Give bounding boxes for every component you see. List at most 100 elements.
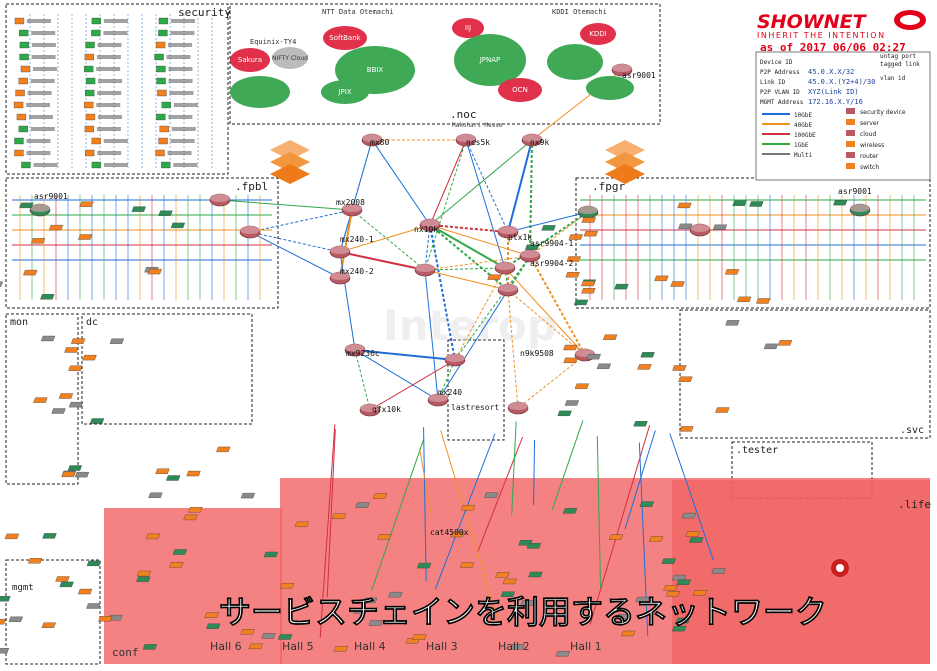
link-line: [339, 251, 356, 351]
hall-label: Hall 3: [426, 640, 458, 653]
link-line: [504, 211, 589, 269]
security-device-caption-bar: [103, 139, 128, 143]
switch-icon: [74, 471, 90, 478]
switch-icon: [640, 352, 655, 358]
switch-icon: [48, 224, 64, 231]
cloud-bbix-label: BBIX: [367, 66, 384, 74]
link-line: [429, 139, 467, 226]
fpgr-zone-label: .fpgr: [592, 180, 625, 193]
security-device-caption-bar: [97, 43, 122, 47]
brand-logo-mark-inner: [900, 15, 920, 25]
security-device-caption-bar: [26, 139, 51, 143]
switch-icon: [372, 493, 388, 499]
switch-icon: [248, 643, 263, 649]
router-icon-top: [498, 284, 518, 292]
legend-item-swatch: [846, 108, 855, 114]
switch-icon: [216, 446, 231, 453]
router-mx240-1-label: mx240-1: [340, 235, 374, 244]
switch-icon: [86, 603, 101, 609]
switch-icon: [564, 400, 579, 406]
router-nx9k-label: nx9k: [530, 138, 549, 147]
switch-icon: [412, 634, 427, 640]
link-line: [517, 354, 586, 409]
switch-icon: [675, 617, 691, 624]
switch-icon: [416, 562, 432, 569]
link-line: [529, 139, 533, 257]
security-device-icon: [85, 77, 96, 85]
switch-icon: [495, 572, 510, 578]
svc-zone-frame: [679, 309, 931, 439]
router-icon-top: [522, 134, 542, 142]
switch-icon: [608, 534, 624, 540]
router-icon-top: [520, 250, 540, 258]
security-device-caption-bar: [168, 79, 193, 83]
security-device-icon: [84, 53, 95, 61]
switch-icon: [86, 560, 102, 567]
switch-icon: [68, 402, 84, 408]
switch-icon: [279, 583, 295, 589]
security-device-caption-bar: [30, 79, 55, 83]
brand-timestamp: as of 2017 06/06 02:27: [760, 41, 906, 54]
link-line: [507, 139, 533, 233]
legend-panel: Device ID P2P Address 45.0.X.X/32 Link I…: [755, 51, 931, 181]
security-device-icon: [156, 65, 166, 73]
legend-address-v6: 45.0.X.(Y2+4)/30: [808, 78, 875, 86]
switch-icon: [71, 338, 86, 344]
security-device-caption-bar: [97, 91, 122, 95]
switch-icon: [109, 338, 124, 344]
life-link-line: [669, 433, 714, 561]
switch-icon: [82, 354, 97, 361]
switch-icon: [278, 634, 293, 640]
cloud-ocn-label: OCN: [512, 86, 528, 94]
security-device-caption-bar: [97, 115, 122, 119]
switch-icon: [563, 357, 578, 363]
security-device-icon: [85, 113, 96, 121]
legend-item-swatch: [846, 141, 855, 147]
switch-icon: [763, 343, 779, 349]
router-icon-top: [578, 206, 598, 214]
switch-icon: [377, 534, 392, 540]
security-device-icon: [19, 41, 30, 49]
fpgr-zone-frame: [575, 177, 931, 309]
switch-icon: [353, 608, 368, 614]
switch-icon: [563, 344, 578, 351]
security-device-caption-bar: [31, 31, 56, 35]
cloud-sakura-label: Sakura: [238, 56, 262, 64]
router-icon-top: [612, 64, 632, 72]
life-zone-right: [672, 480, 930, 664]
link-line: [454, 255, 531, 361]
legend-speed-label: Multi: [794, 152, 812, 159]
switch-icon: [621, 630, 636, 637]
switch-icon: [566, 256, 581, 262]
security-device-icon: [85, 41, 95, 49]
switch-qfx10k-label: qfx10k: [372, 405, 401, 414]
switch-icon: [732, 200, 747, 206]
switch-icon: [712, 224, 728, 230]
link-line: [339, 224, 431, 253]
router-icon-top: [445, 354, 465, 362]
switch-icon: [186, 470, 201, 477]
legend-item-swatch: [846, 163, 855, 169]
cloud-kddi-label: KDDI: [589, 30, 606, 38]
switch-icon: [0, 596, 11, 602]
switch-icon: [183, 514, 198, 521]
router-mx80-label: mx80: [370, 138, 389, 147]
legend-speed-label: 40GbE: [794, 122, 812, 129]
security-device-icon: [158, 137, 168, 145]
router-edge-left-label: asr9001: [34, 192, 68, 201]
link-line: [424, 139, 467, 271]
life-link-line: [434, 433, 496, 590]
switch-icon: [77, 588, 93, 595]
security-device-icon: [161, 161, 171, 169]
security-device-icon: [14, 149, 24, 157]
router-edge-right-label: asr9001: [838, 187, 872, 196]
link-line: [507, 211, 589, 233]
security-device-icon: [154, 53, 164, 61]
security-device-caption-bar: [168, 67, 193, 71]
switch-icon: [715, 407, 730, 413]
router-ncs5k-label: ncs5k: [466, 138, 490, 147]
life-zone-overlay-left: [104, 508, 282, 664]
link-line: [424, 269, 439, 401]
switch-icon: [637, 364, 652, 370]
switch-icon: [155, 468, 170, 474]
